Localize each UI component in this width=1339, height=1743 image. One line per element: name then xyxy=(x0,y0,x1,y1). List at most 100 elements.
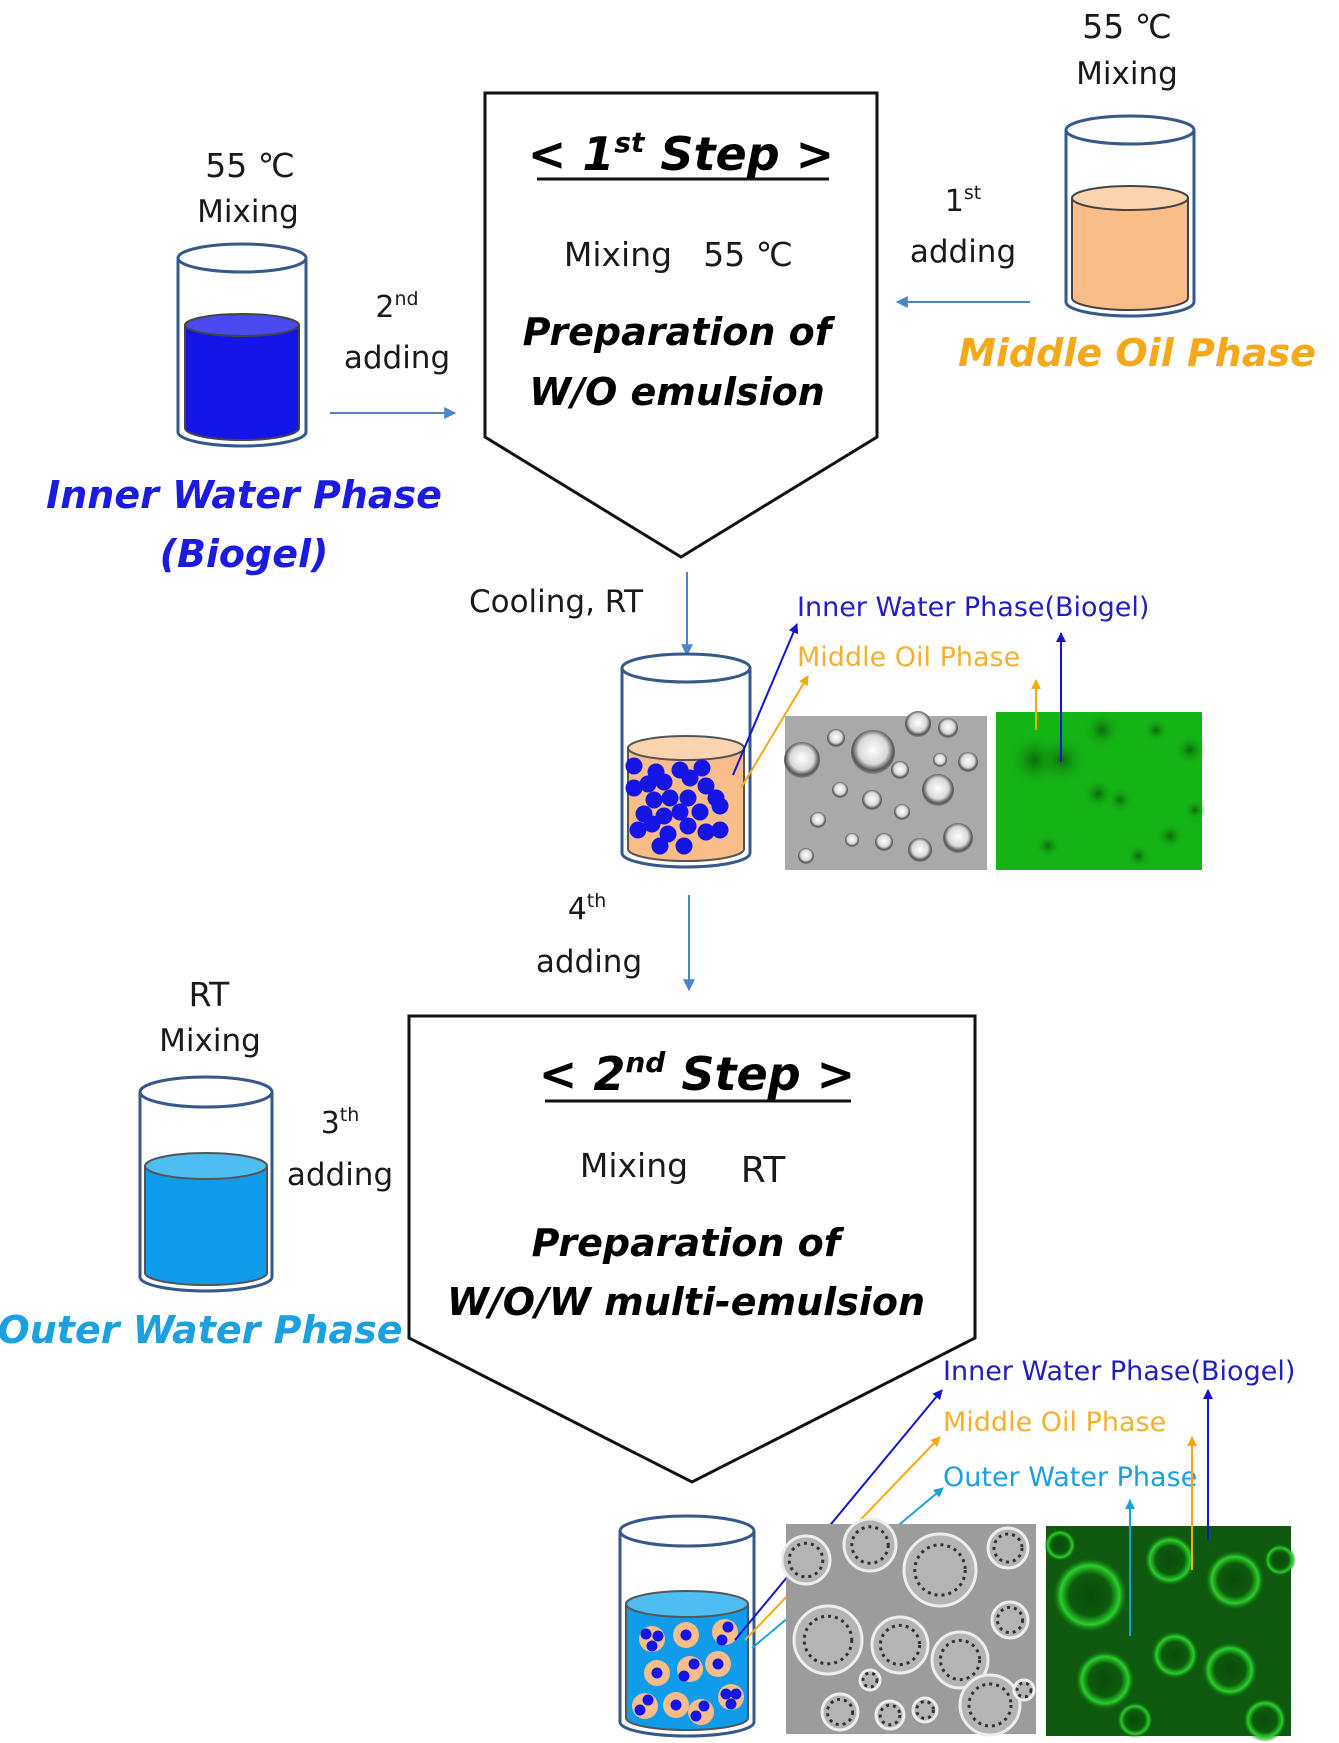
emulsion-bubble xyxy=(891,761,909,779)
wow-inner-pointer xyxy=(734,1389,943,1641)
emulsion-bubble xyxy=(958,752,978,772)
emulsion-bubble xyxy=(784,742,820,778)
emulsion-bubble xyxy=(798,848,814,864)
wow-inner-label: Inner Water Phase(Biogel) xyxy=(943,1356,1295,1387)
outer-water-action: Mixing xyxy=(159,1023,261,1059)
inner-water-droplet xyxy=(659,825,677,843)
middle-oil-action: Mixing xyxy=(1076,56,1178,92)
emulsion-bubble xyxy=(862,790,882,810)
fluorescent-droplet xyxy=(1044,1529,1076,1561)
droplet-inner-texture xyxy=(938,1638,982,1682)
step2-condition-label: Mixing xyxy=(580,1146,688,1185)
inner-water-dot xyxy=(730,1688,742,1700)
middle-oil-adding-word: adding xyxy=(910,234,1016,270)
inner-water-beaker xyxy=(176,242,308,448)
inner-water-droplet xyxy=(645,791,663,809)
droplet-inner-texture xyxy=(915,1700,935,1720)
middle-oil-name: Middle Oil Phase xyxy=(958,331,1316,375)
emulsion-bubble xyxy=(943,823,973,853)
droplet-inner-texture xyxy=(850,1525,890,1565)
inner-water-dot xyxy=(680,1629,692,1641)
outer-water-adding-num: 3th xyxy=(321,1104,360,1141)
fluorescent-droplet xyxy=(1075,1650,1135,1710)
outer-water-beaker xyxy=(138,1075,274,1293)
fluorescent-droplet xyxy=(1202,1642,1258,1698)
inner-water-dot xyxy=(678,1670,690,1682)
outer-water-liquid xyxy=(144,1165,268,1286)
multi-emulsion-droplet xyxy=(911,1696,939,1724)
step1-desc-line1: Preparation of xyxy=(523,310,836,354)
wow-fluorescence-image xyxy=(1044,1389,1296,1742)
outer-water-adding-word: adding xyxy=(287,1157,393,1193)
emulsion-bubble xyxy=(810,812,826,828)
inner-water-dot xyxy=(720,1688,732,1700)
inner-water-droplet xyxy=(697,777,715,795)
inner-water-dot xyxy=(670,1699,682,1711)
inner-water-dot xyxy=(652,1630,664,1642)
wo-oil-label: Middle Oil Phase xyxy=(797,642,1020,673)
wow-emulsion-beaker xyxy=(618,1514,756,1738)
middle-oil-group: 55 ℃ Mixing 1st adding Middle Oil Phase xyxy=(895,7,1316,375)
wo-emulsion-beaker xyxy=(620,652,752,869)
inner-water-temp: 55 ℃ xyxy=(205,146,295,185)
step2-box: < 2nd Step > Mixing RT Preparation of W/… xyxy=(407,1014,977,1484)
inner-water-droplet xyxy=(679,789,697,807)
outer-water-temp: RT xyxy=(189,975,231,1014)
droplet-inner-texture xyxy=(787,1541,825,1579)
droplet-inner-texture xyxy=(861,1671,879,1689)
emulsion-bubble xyxy=(875,833,893,851)
fluorescent-dark-spot xyxy=(1174,734,1206,766)
inner-water-droplet xyxy=(697,823,715,841)
fluorescent-droplet xyxy=(1205,1550,1265,1610)
fluorescent-dark-spot xyxy=(1125,843,1151,869)
fluorescent-droplet xyxy=(1243,1698,1287,1742)
inner-water-droplet xyxy=(629,821,647,839)
fluorescent-dark-spot xyxy=(1155,821,1185,851)
wo-brightfield-image xyxy=(784,711,987,870)
step1-condition-value: 55 ℃ xyxy=(703,235,793,274)
wow-outer-label: Outer Water Phase xyxy=(943,1462,1197,1493)
inner-water-droplet xyxy=(679,817,697,835)
step1-desc-line2: W/O emulsion xyxy=(529,370,825,414)
wow-brightfield-image xyxy=(780,1517,1036,1737)
droplet-inner-texture xyxy=(913,1543,967,1597)
inner-water-dot xyxy=(690,1710,702,1722)
inner-water-droplets xyxy=(625,757,729,855)
fluorescent-dark-spot xyxy=(1143,717,1169,743)
wo-inner-pointer xyxy=(732,623,799,776)
inner-water-droplet xyxy=(681,769,699,787)
fluorescent-dark-spot xyxy=(1082,710,1122,750)
emulsion-bubble xyxy=(894,804,910,820)
fluorescent-droplet xyxy=(1264,1544,1296,1576)
step1-condition-label: Mixing xyxy=(564,235,672,274)
step1-title: < 1st Step > xyxy=(528,126,834,181)
fluorescent-dark-spot xyxy=(1035,833,1061,859)
cooling-label: Cooling, RT xyxy=(469,584,644,620)
droplet-inner-texture xyxy=(802,1614,854,1666)
wo-inner-label: Inner Water Phase(Biogel) xyxy=(797,592,1149,623)
step2-pentagon xyxy=(407,1014,977,1484)
inner-water-droplet xyxy=(655,773,673,791)
emulsion-bubble xyxy=(905,711,931,737)
wo-fluorescence-image xyxy=(996,632,1207,870)
inner-water-dot xyxy=(725,1698,737,1710)
droplet-inner-texture xyxy=(825,1697,855,1727)
fluorescent-droplet xyxy=(1151,1631,1199,1679)
inner-water-droplet xyxy=(651,837,669,855)
inner-water-droplet xyxy=(671,803,689,821)
step2-condition-value: RT xyxy=(741,1150,786,1191)
fluorescent-droplet xyxy=(1144,1534,1196,1586)
droplet-inner-texture xyxy=(878,1623,922,1667)
inner-water-action: Mixing xyxy=(197,194,299,230)
inner-water-dot xyxy=(688,1658,700,1670)
emulsion-bubble xyxy=(832,782,848,798)
inner-water-dot xyxy=(698,1700,710,1712)
inner-water-droplet xyxy=(711,797,729,815)
middle-oil-beaker xyxy=(1064,114,1196,318)
step2-title: < 2nd Step > xyxy=(539,1046,855,1101)
step1-box: < 1st Step > Mixing 55 ℃ Preparation of … xyxy=(483,91,879,559)
inner-water-droplet xyxy=(711,821,729,839)
middle-oil-temp: 55 ℃ xyxy=(1082,7,1172,46)
fourth-adding-num: 4th xyxy=(568,890,607,927)
middle-oil-liquid xyxy=(1071,197,1189,311)
